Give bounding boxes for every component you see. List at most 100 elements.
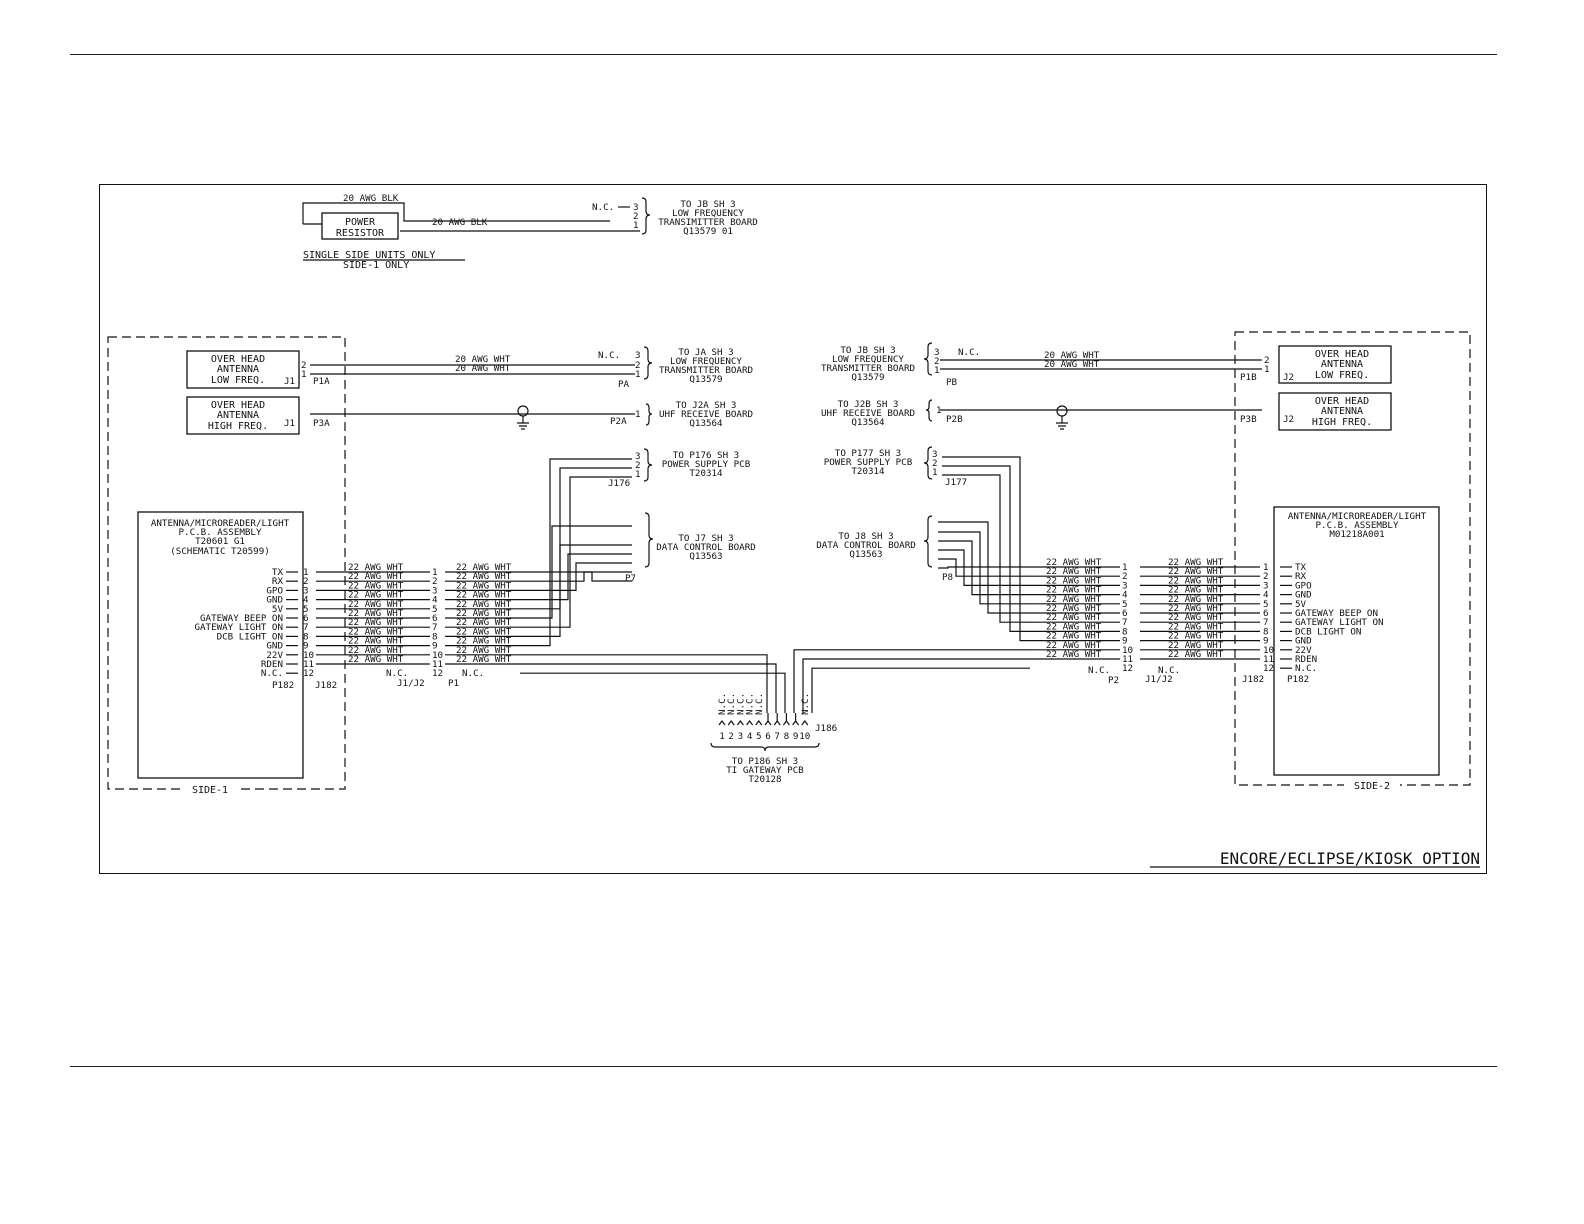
wire-label: 22 AWG WHT [456, 626, 512, 637]
dest-label: Q13563 [849, 549, 882, 560]
bottom-rule [70, 1066, 1497, 1067]
connector-label: J177 [945, 477, 967, 488]
wire-label: 22 AWG WHT [1168, 585, 1224, 596]
wire-label: 22 AWG WHT [1046, 594, 1102, 605]
connector-pin-icon [746, 720, 754, 726]
nc-label: N.C. [386, 668, 408, 679]
signal-label: RDEN [261, 659, 283, 670]
wire-label: 22 AWG WHT [456, 636, 512, 647]
wire-segment [938, 566, 1030, 569]
connector-label: J182 [315, 680, 337, 691]
pin-number: 1 [301, 369, 307, 380]
side2-antenna-high-box [1278, 392, 1392, 431]
wire-label: 22 AWG WHT [1168, 557, 1224, 568]
pin-number: 1 [936, 405, 942, 416]
pin-number: 12 [432, 668, 443, 679]
pin-number: 8 [1263, 626, 1269, 637]
dest-label: TO J8 SH 3 [838, 531, 893, 542]
wire-segment [520, 525, 632, 619]
signal-label: GND [1295, 636, 1312, 647]
dest-label: TRANSMITTER BOARD [659, 365, 753, 376]
wire-segment [942, 456, 1030, 642]
connector-label: P3B [1240, 414, 1257, 425]
signal-label: DCB LIGHT ON [217, 631, 283, 642]
dest-label: POWER SUPPLY PCB [662, 459, 751, 470]
pin-number: 9 [793, 731, 799, 742]
nc-label: N.C. [958, 347, 980, 358]
dest-label: TO J2A SH 3 [676, 400, 737, 411]
pin-number: 8 [432, 631, 438, 642]
dest-label: UHF RECEIVE BOARD [821, 408, 915, 419]
antenna-label: HIGH FREQ. [208, 421, 268, 432]
pin-number: 3 [635, 350, 641, 361]
wire-label: 22 AWG WHT [1168, 603, 1224, 614]
pin-number: 5 [303, 604, 309, 615]
connector-label: P1 [448, 678, 459, 689]
schematic-canvas: POWER RESISTOR 20 AWG BLK 20 AWG BLK SIN… [107, 193, 1480, 868]
pcb-label: ANTENNA/MICROREADER/LIGHT [1288, 511, 1427, 522]
side1-antenna-high-box [186, 396, 300, 435]
dest-label: TO J2B SH 3 [838, 399, 899, 410]
wire-label: 22 AWG WHT [1046, 566, 1102, 577]
dest-label: T20128 [748, 774, 781, 785]
connector-pin-icon [718, 720, 726, 726]
connector-label: P2B [946, 414, 963, 425]
connector-label: J1 [284, 418, 295, 429]
signal-label: 22V [266, 650, 283, 661]
wire-label: 22 AWG WHT [1046, 621, 1102, 632]
wire-segment [942, 474, 1030, 623]
pin-number: 10 [1263, 645, 1274, 656]
connector-label: J1/J2 [397, 678, 425, 689]
side2-enclosure [1234, 331, 1471, 786]
wire-segment [938, 549, 1030, 586]
pin-number: 3 [635, 451, 641, 462]
connector-label: P182 [1287, 674, 1309, 685]
antenna-label: ANTENNA [217, 364, 259, 375]
wire-label: 22 AWG WHT [348, 571, 404, 582]
pin-number: 4 [1122, 590, 1128, 601]
dest-label: Q13579 [689, 374, 722, 385]
wire-label: 20 AWG WHT [1044, 350, 1100, 361]
wire-label: 22 AWG WHT [456, 571, 512, 582]
signal-label: DCB LIGHT ON [1295, 626, 1361, 637]
wire-label: 22 AWG WHT [348, 626, 404, 637]
connector-label: J2 [1283, 414, 1294, 425]
signal-label: GND [266, 641, 283, 652]
wire-label: 22 AWG WHT [456, 580, 512, 591]
pin-number: 10 [303, 650, 314, 661]
signal-label: GPO [1295, 580, 1312, 591]
connector-label: PB [946, 377, 958, 388]
pin-number: 1 [932, 467, 938, 478]
dest-label: TO JB SH 3 [840, 345, 895, 356]
signal-label: GND [1295, 590, 1312, 601]
pin-number: 3 [633, 202, 639, 213]
signal-label: RX [1295, 571, 1307, 582]
wire-label: 22 AWG WHT [1046, 612, 1102, 623]
pin-number: 2 [635, 460, 641, 471]
wire-label: 22 AWG WHT [348, 580, 404, 591]
signal-label: TX [1295, 562, 1307, 573]
wire-label: 22 AWG WHT [1168, 649, 1224, 660]
pin-number: 1 [635, 409, 641, 420]
pin-number: 10 [799, 731, 810, 742]
wire-label: 22 AWG WHT [348, 590, 404, 601]
dest-label: LOW FREQUENCY [670, 356, 742, 367]
wire-segment [938, 540, 1030, 596]
pin-number: 5 [756, 731, 762, 742]
pin-number: 7 [432, 622, 438, 633]
connector-label: P7 [625, 573, 636, 584]
dest-label: DATA CONTROL BOARD [656, 542, 756, 553]
antenna-label: LOW FREQ. [211, 375, 265, 386]
dest-label: TI GATEWAY PCB [726, 765, 804, 776]
pin-number: 3 [432, 585, 438, 596]
wire-label: 22 AWG WHT [456, 645, 512, 656]
pin-number: 4 [432, 595, 438, 606]
signal-label: GPO [266, 585, 283, 596]
wire-label: 22 AWG WHT [348, 645, 404, 656]
wire-label: 22 AWG WHT [1168, 566, 1224, 577]
wire-label: 20 AWG BLK [432, 217, 488, 228]
wire-label: 22 AWG WHT [1168, 640, 1224, 651]
dest-label: Q13563 [689, 551, 722, 562]
signal-label: TX [272, 567, 284, 578]
